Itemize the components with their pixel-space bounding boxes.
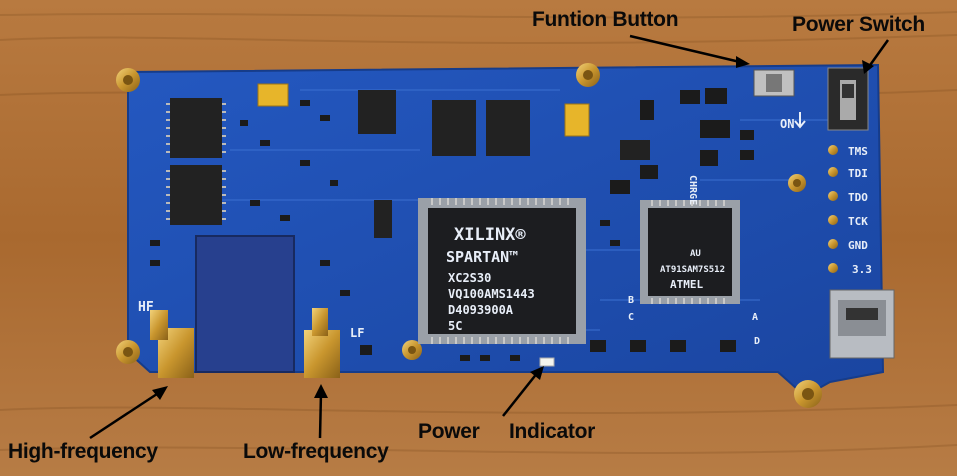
tantalum-cap [564, 103, 590, 137]
standoff-screws [116, 63, 822, 408]
jtag-label-tck: TCK [848, 215, 868, 228]
jtag-pads [828, 145, 838, 273]
jtag-label-tdo: TDO [848, 191, 868, 204]
small-ic [486, 100, 530, 156]
fpga-chip [418, 198, 586, 344]
mcu-marking: AT91SAM7S512 [660, 265, 725, 275]
arrow-high-frequency [89, 386, 168, 440]
micro-usb-port[interactable] [829, 289, 895, 359]
arrow-power-indicator [502, 366, 544, 417]
power-switch[interactable] [827, 67, 869, 131]
silk-d: D [754, 336, 760, 347]
mcu-marking: AU [690, 249, 701, 259]
mcu-marking: ATMEL [670, 278, 703, 291]
jtag-label-33: 3.3 [852, 263, 872, 276]
fpga-marking: XC2S30 [448, 271, 491, 285]
jtag-label-tms: TMS [848, 145, 868, 158]
fpga-marking: D4093900A [448, 303, 514, 317]
silk-hf: HF [138, 300, 154, 315]
function-button[interactable] [753, 69, 795, 97]
silk-b: B [628, 295, 634, 306]
label-function-button: Funtion Button [532, 8, 679, 31]
fpga-marking: XILINX® [454, 225, 526, 245]
jtag-label-tdi: TDI [848, 167, 868, 180]
label-indicator: Indicator [509, 420, 595, 443]
mcu-chip [640, 200, 740, 304]
blue-relay [195, 235, 295, 373]
small-ic [620, 140, 650, 160]
arrow-function-button [629, 34, 750, 68]
small-ic [374, 200, 392, 238]
silk-c: C [628, 312, 634, 323]
label-low-frequency: Low-frequency [243, 440, 389, 463]
relay-chips [170, 98, 222, 225]
fpga-marking: SPARTAN™ [446, 248, 518, 266]
silk-on: ON [780, 117, 794, 131]
label-power-switch: Power Switch [792, 13, 925, 36]
silk-charge: CHRGE [687, 175, 698, 205]
smd-components [150, 80, 776, 361]
fpga-marking: 5C [448, 319, 462, 333]
label-high-frequency: High-frequency [8, 440, 158, 463]
hf-connector [150, 310, 194, 378]
fpga-marking: VQ100AMS1443 [448, 287, 535, 301]
silk-a: A [752, 312, 758, 323]
arrow-power-switch [862, 39, 890, 74]
silk-lf: LF [350, 326, 364, 340]
lf-connector [304, 308, 340, 378]
tantalum-cap [257, 83, 289, 107]
small-ic [358, 90, 396, 134]
small-ic [432, 100, 476, 156]
power-led [539, 357, 555, 367]
label-power: Power [418, 420, 480, 443]
arrow-low-frequency [314, 384, 328, 439]
jtag-label-gnd: GND [848, 239, 868, 252]
